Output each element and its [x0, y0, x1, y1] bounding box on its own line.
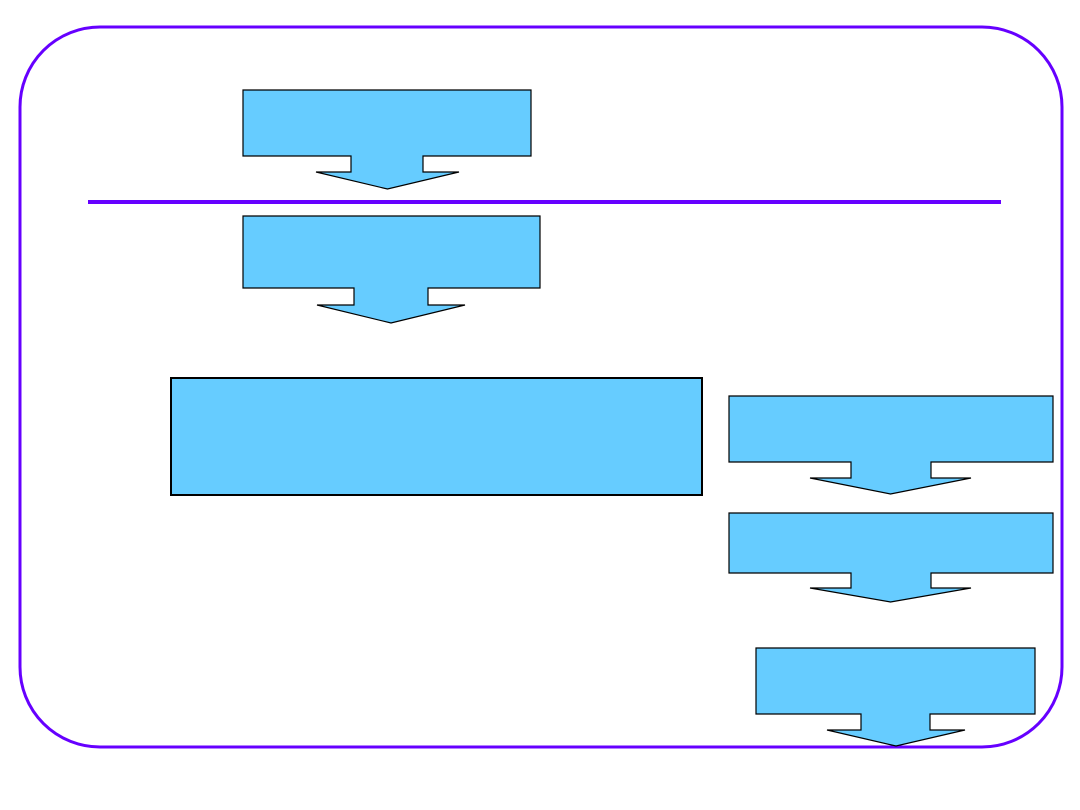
down-arrow-callout-1 — [242, 89, 532, 190]
shape-group — [170, 89, 1054, 747]
rectangle-box — [170, 377, 703, 496]
down-arrow-callout-5 — [728, 512, 1054, 603]
down-arrow-callout-6 — [755, 647, 1036, 747]
down-arrow-callout-4 — [728, 395, 1054, 495]
down-arrow-callout-2 — [242, 215, 541, 324]
rounded-frame — [18, 25, 1064, 749]
